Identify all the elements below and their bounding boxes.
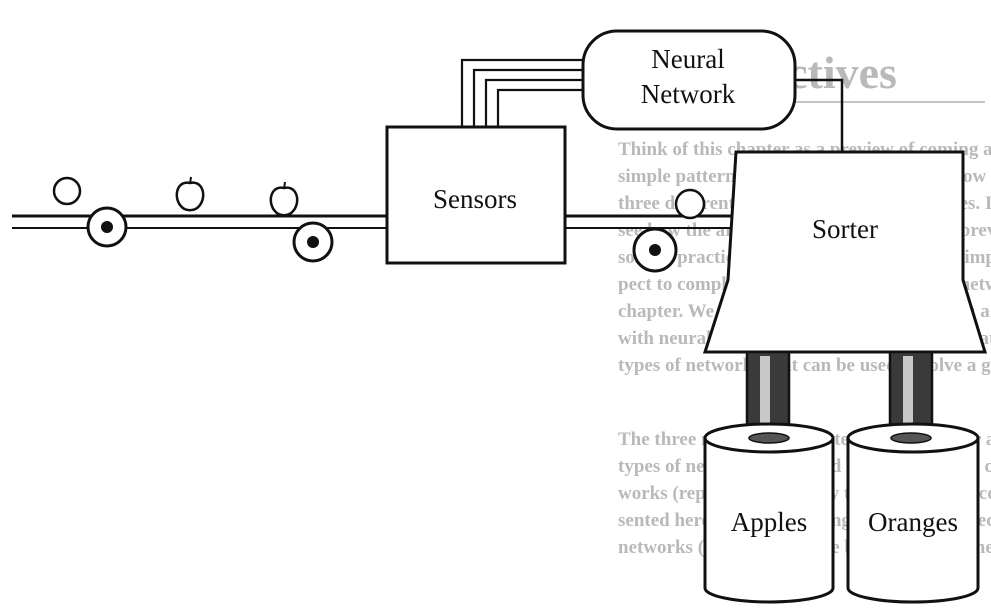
belt-roller bbox=[632, 227, 678, 273]
conveyor-belt bbox=[12, 206, 740, 273]
oranges-bin: Oranges bbox=[846, 422, 980, 604]
belt-roller bbox=[86, 206, 128, 248]
orange-icon bbox=[52, 176, 82, 206]
sensor-to-network-wires bbox=[460, 58, 583, 127]
orange-icon bbox=[674, 188, 706, 220]
apple-icon bbox=[269, 181, 299, 217]
apples-label: Apples bbox=[731, 507, 808, 537]
neural-network-label-line1: Neural bbox=[651, 44, 724, 74]
sensors-box: Sensors bbox=[385, 125, 567, 265]
neural-network-box: Neural Network bbox=[581, 29, 797, 131]
network-to-sorter-wire bbox=[795, 78, 844, 152]
sorter-label: Sorter bbox=[812, 214, 878, 244]
oranges-label: Oranges bbox=[868, 507, 958, 537]
apple-icon bbox=[175, 176, 205, 212]
ghost-line: types of networks that can be used to so… bbox=[618, 355, 991, 376]
belt-roller bbox=[292, 221, 334, 263]
fruit-items bbox=[52, 176, 706, 220]
sorter-machine: Sorter bbox=[702, 150, 988, 354]
neural-network-label-line2: Network bbox=[641, 79, 736, 109]
sensors-label: Sensors bbox=[433, 184, 517, 214]
apples-bin: Apples bbox=[703, 422, 835, 604]
